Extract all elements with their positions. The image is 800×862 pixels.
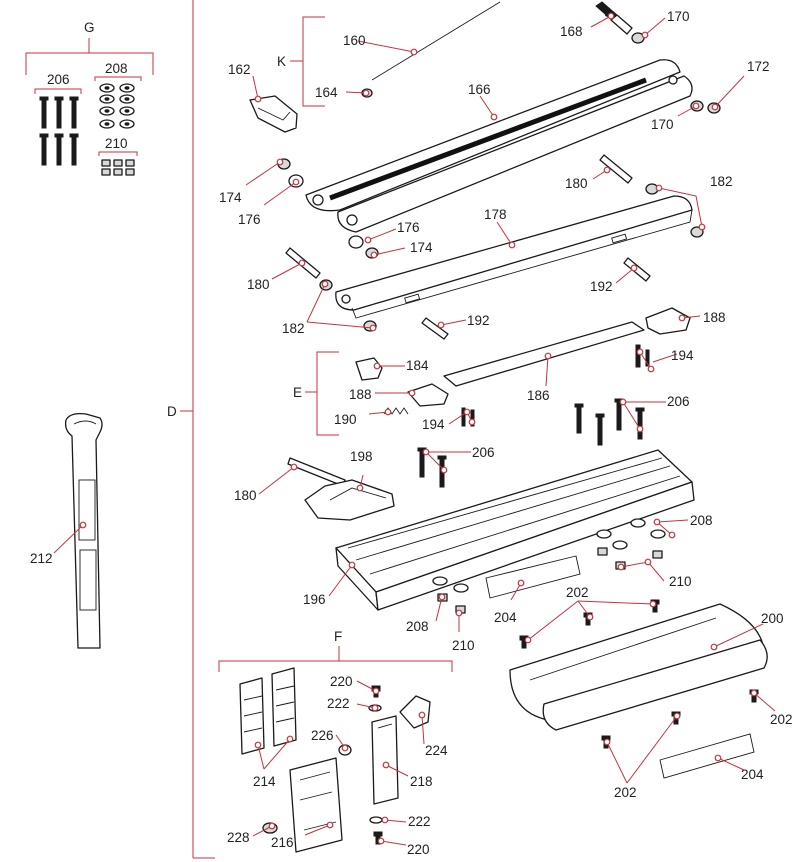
rail-196	[335, 449, 695, 611]
callout-210-g: 210	[105, 136, 128, 151]
callout-178: 178	[484, 207, 507, 222]
callout-192-center: 192	[467, 313, 490, 328]
callout-202-lower: 202	[614, 785, 637, 800]
callout-210-center: 210	[452, 638, 475, 653]
screw-set-206-g	[39, 96, 79, 166]
rod-160	[371, 1, 501, 81]
clamp-jaw-214	[239, 667, 297, 755]
callout-192-right: 192	[590, 279, 613, 294]
callout-166: 166	[468, 82, 491, 97]
group-d-bracket	[180, 0, 215, 859]
callout-174-center: 174	[410, 240, 433, 255]
housing-216	[289, 757, 343, 853]
callout-180-left: 180	[247, 277, 270, 292]
knob-224	[399, 695, 431, 729]
callout-214: 214	[253, 774, 276, 789]
callout-200: 200	[761, 611, 784, 626]
callout-176-center: 176	[397, 220, 420, 235]
callout-194-left: 194	[422, 417, 445, 432]
strap-212	[64, 412, 103, 649]
callout-180-upper: 180	[565, 176, 588, 191]
callout-180-lower: 180	[234, 488, 257, 503]
callout-176-left: 176	[238, 212, 261, 227]
callout-188-right: 188	[703, 310, 726, 325]
housing-218	[371, 715, 399, 805]
clamp-162	[249, 95, 298, 133]
callout-222-upper: 222	[327, 696, 350, 711]
callout-184: 184	[406, 358, 429, 373]
callout-182-right: 182	[710, 174, 733, 189]
callout-222-lower: 222	[408, 814, 431, 829]
cover-200	[509, 603, 768, 731]
washer-set-208-g	[99, 83, 135, 129]
callout-172: 172	[747, 59, 770, 74]
callout-210-right: 210	[669, 574, 692, 589]
callout-204-lower: 204	[741, 767, 764, 782]
callout-188-left: 188	[349, 387, 372, 402]
bracket-188	[407, 307, 691, 407]
callout-162: 162	[228, 62, 251, 77]
callout-208-center: 208	[406, 619, 429, 634]
callout-206-right: 206	[667, 394, 690, 409]
callout-190: 190	[334, 412, 357, 427]
callout-208-g: 208	[105, 61, 128, 76]
callout-186: 186	[527, 388, 550, 403]
callout-226: 226	[311, 728, 334, 743]
group-f-bracket	[218, 646, 453, 672]
screw-206	[417, 398, 645, 488]
callout-160: 160	[343, 33, 366, 48]
callout-170-top: 170	[667, 9, 690, 24]
callout-198: 198	[350, 449, 373, 464]
callout-212: 212	[30, 551, 53, 566]
bolt-168	[595, 1, 633, 35]
plate-186	[443, 321, 645, 387]
clamp-198	[304, 479, 395, 521]
callout-170-mid: 170	[651, 117, 674, 132]
callout-202-right: 202	[770, 712, 793, 727]
group-label-e: E	[293, 385, 302, 400]
callout-208-right: 208	[690, 513, 713, 528]
callout-194-right: 194	[671, 348, 694, 363]
callout-196: 196	[303, 592, 326, 607]
group-k-bracket	[290, 16, 325, 107]
link-178	[335, 195, 693, 319]
callout-204-upper: 204	[494, 610, 517, 625]
group-g-bracket	[25, 38, 154, 156]
callout-168: 168	[560, 24, 583, 39]
callout-206-g: 206	[47, 72, 70, 87]
callout-228: 228	[227, 830, 250, 845]
callout-218: 218	[410, 774, 433, 789]
group-label-k: K	[277, 54, 286, 69]
leader-dots	[79, 12, 758, 845]
callout-206-center: 206	[472, 445, 495, 460]
nut-set-210-g	[101, 159, 135, 176]
spring-190	[383, 407, 409, 415]
washer-208	[432, 518, 666, 593]
callout-labels: 206 208 210 160 162 164 166 168 170 170 …	[30, 9, 793, 857]
leader-lines	[53, 15, 776, 846]
group-label-g: G	[84, 20, 95, 35]
callout-182-left: 182	[282, 321, 305, 336]
callout-202-upper: 202	[566, 585, 589, 600]
callout-216: 216	[271, 835, 294, 850]
callout-220-upper: 220	[330, 674, 353, 689]
group-e-bracket	[305, 351, 339, 436]
callout-224: 224	[425, 743, 448, 758]
callout-220-lower: 220	[407, 842, 430, 857]
callout-164: 164	[315, 85, 338, 100]
callout-174-left: 174	[219, 190, 242, 205]
group-label-d: D	[167, 404, 177, 419]
arm-166	[305, 59, 693, 233]
group-label-f: F	[334, 629, 342, 644]
sticker-204	[485, 555, 755, 779]
